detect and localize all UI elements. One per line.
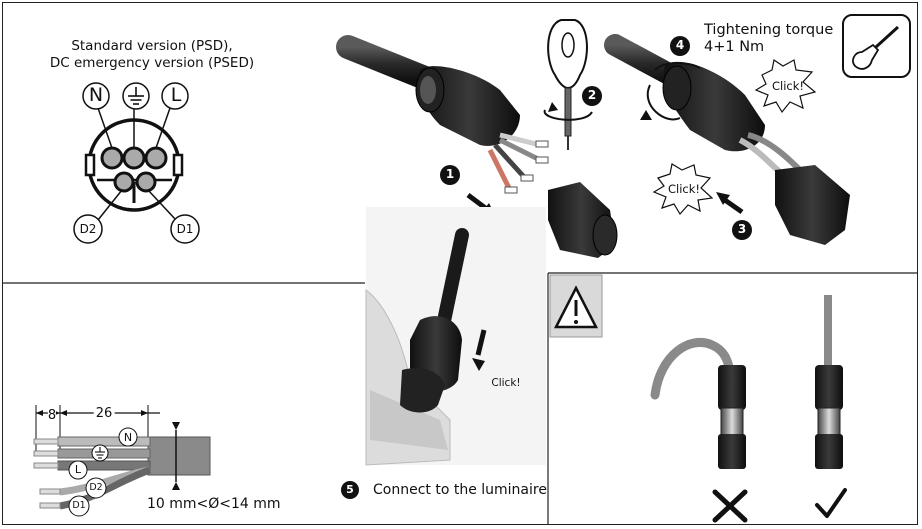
check-mark-icon	[815, 488, 847, 518]
ground-icon	[95, 447, 105, 459]
right-connector	[815, 295, 843, 469]
pin-l-contact	[144, 146, 168, 170]
step-4-number: 4	[675, 38, 685, 52]
pin-d2-label: D2	[79, 222, 97, 236]
step-5-number: 5	[346, 483, 354, 496]
wire-l-label: L	[74, 463, 82, 476]
connector-title-line2: DC emergency version (PSED)	[49, 55, 255, 71]
pin-l-label: L	[170, 84, 182, 106]
pin-n-contact	[100, 146, 124, 170]
pin-d1-contact	[135, 171, 157, 193]
step1-drawing	[336, 35, 549, 215]
connector-face	[73, 82, 200, 244]
click-label-step5: Click!	[491, 377, 521, 389]
ground-icon	[128, 87, 144, 105]
step-markers	[341, 36, 752, 499]
torque-value: 4+1 Nm	[704, 39, 765, 55]
dim-strip-length: 8	[47, 408, 57, 423]
luminaire-drawing	[365, 207, 546, 466]
pin-n-label: N	[88, 84, 104, 106]
cable-diameter-range: 10 mm<Ø<14 mm	[147, 496, 281, 512]
click-label-step4: Click!	[771, 79, 805, 93]
connector-title-line1: Standard version (PSD),	[71, 38, 233, 54]
wrong-connector	[650, 337, 746, 469]
step34-drawing	[604, 34, 850, 245]
screwdriver-icon	[842, 14, 911, 78]
warning-icon	[549, 274, 603, 338]
wire-d1-label: D1	[72, 500, 86, 511]
x-mark-icon	[712, 489, 748, 523]
pin-ground-contact	[122, 146, 146, 170]
wire-d2-label: D2	[89, 482, 103, 493]
step-3-number: 3	[737, 222, 747, 236]
connect-luminaire-caption: Connect to the luminaire	[373, 482, 547, 498]
step2-drawing	[543, 19, 618, 258]
step-2-number: 2	[587, 88, 597, 102]
step-1-number: 1	[445, 167, 455, 181]
pin-d1-label: D1	[176, 222, 194, 236]
dim-sheath-length: 26	[93, 406, 115, 421]
pin-d2-contact	[113, 171, 135, 193]
click-label-step3: Click!	[667, 182, 701, 196]
wire-n-label: N	[123, 431, 133, 444]
torque-label: Tightening torque	[704, 22, 834, 38]
